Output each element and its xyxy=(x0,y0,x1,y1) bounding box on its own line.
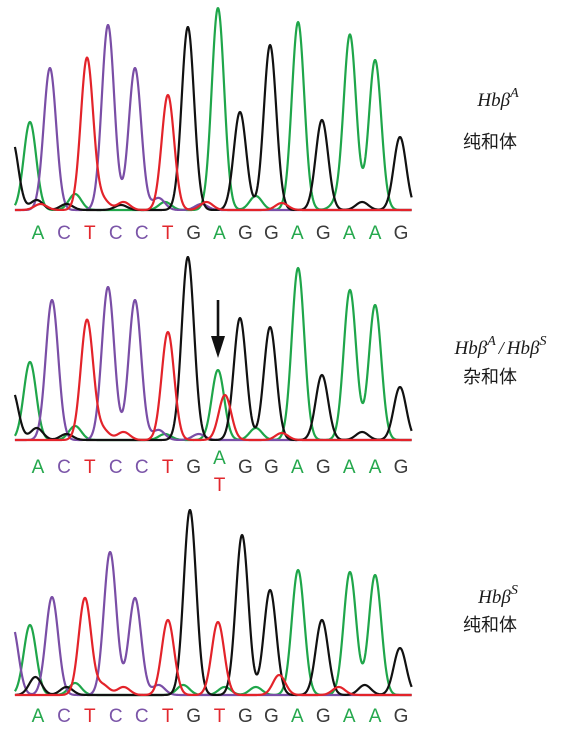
trace-g-channel xyxy=(13,256,413,442)
base-call-letter: G xyxy=(186,223,201,244)
base-call-letter: T xyxy=(162,223,174,244)
trace-t-channel xyxy=(14,596,413,697)
trace-g-channel xyxy=(14,509,413,697)
trace-c-channel xyxy=(14,286,413,442)
trace-t-channel xyxy=(14,318,413,442)
base-call-letter: T xyxy=(84,457,96,478)
allele-superscript-2: S xyxy=(539,334,547,349)
base-call-letter: A xyxy=(343,457,356,478)
base-call-letter: C xyxy=(57,223,71,244)
base-call-letter: T xyxy=(162,706,174,727)
allele-superscript: A xyxy=(510,86,519,101)
base-call-letter: C xyxy=(109,223,123,244)
base-call-letter: G xyxy=(264,706,279,727)
base-call-letter: C xyxy=(135,706,149,727)
genotype-separator: / xyxy=(498,338,504,358)
zygosity-label-panel-2: 杂和体 xyxy=(463,367,517,388)
base-call-letter: A xyxy=(369,223,382,244)
base-call-letter: G xyxy=(316,223,331,244)
base-call-letter: G xyxy=(264,223,279,244)
base-call-letter: G xyxy=(264,457,279,478)
gene-symbol: Hbβ xyxy=(454,338,488,359)
arrow-head xyxy=(211,336,226,358)
gene-symbol-2: Hbβ xyxy=(506,338,540,359)
base-call-letter: A xyxy=(343,223,356,244)
gene-symbol: Hbβ xyxy=(477,90,511,111)
base-call-letter: A xyxy=(369,706,382,727)
base-call-letter: A xyxy=(343,706,356,727)
base-call-letter: T xyxy=(162,457,174,478)
base-call-letter: G xyxy=(316,706,331,727)
gene-symbol: Hbβ xyxy=(478,587,511,608)
zygosity-label-panel-3: 纯和体 xyxy=(463,615,517,636)
base-call-letter: G xyxy=(186,706,201,727)
base-call-letter: G xyxy=(186,457,201,478)
base-call-letter: A xyxy=(291,223,304,244)
base-call-letter: G xyxy=(238,223,253,244)
base-call-letter: A xyxy=(32,457,45,478)
trace-a-channel xyxy=(13,266,413,442)
zygosity-label-panel-1: 纯和体 xyxy=(463,132,517,153)
base-call-letter: C xyxy=(109,457,123,478)
base-call-letter: A xyxy=(369,457,382,478)
base-call-letter: T xyxy=(84,223,96,244)
base-call-letter: G xyxy=(238,457,253,478)
base-call-letter: C xyxy=(57,706,71,727)
base-call-letter: C xyxy=(57,457,71,478)
base-call-letter: A xyxy=(32,706,45,727)
genotype-label-panel-2: HbβA/HbβS xyxy=(428,334,573,361)
base-call-letter: G xyxy=(394,223,409,244)
base-call-letter: T xyxy=(84,706,96,727)
trace-a-channel xyxy=(13,568,413,697)
genotype-label-panel-1: HbβA xyxy=(423,86,573,113)
mixed-base-call-lower: T xyxy=(214,475,226,496)
base-call-letter: C xyxy=(135,223,149,244)
base-call-letter: C xyxy=(109,706,123,727)
base-call-letter: A xyxy=(291,706,304,727)
base-call-letter: T xyxy=(214,706,226,727)
allele-superscript: S xyxy=(510,583,518,598)
trace-a-channel xyxy=(13,7,413,212)
mixed-base-call-upper: A xyxy=(213,448,226,469)
genotype-label-panel-3: HbβS xyxy=(423,583,573,610)
base-call-letter: C xyxy=(135,457,149,478)
base-call-letter: A xyxy=(213,223,226,244)
base-call-letter: G xyxy=(394,706,409,727)
base-call-letter: G xyxy=(238,706,253,727)
base-call-letter: G xyxy=(316,457,331,478)
base-call-letter: A xyxy=(291,457,304,478)
allele-superscript: A xyxy=(487,334,496,349)
trace-t-channel xyxy=(14,56,413,212)
base-call-letter: G xyxy=(394,457,409,478)
base-call-letter: A xyxy=(32,223,45,244)
